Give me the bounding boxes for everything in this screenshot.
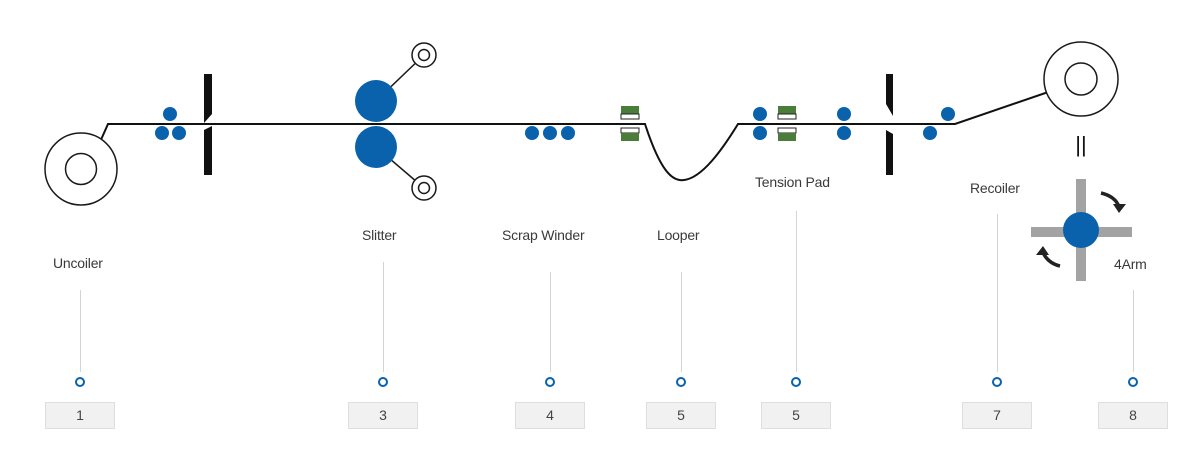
leader-line-scrap-winder [550,272,551,372]
recoiler-symbol: || [1075,132,1086,157]
number-box-slitter[interactable]: 3 [348,402,418,429]
marker-tension-pad[interactable] [791,377,801,387]
leader-line-tension-pad [796,211,797,372]
looper-entry-pad [620,106,640,141]
station-label-4arm: 4Arm [1114,256,1147,272]
tension-pad [777,106,797,141]
station-label-slitter: Slitter [362,227,397,243]
leader-line-slitter [383,262,384,372]
recoiler-coil [1043,41,1119,117]
leader-line-looper [681,272,682,372]
scrap-winder-rolls [525,126,575,140]
uncoiler-coil [44,132,118,206]
entry-shear [204,74,212,175]
exit-shear [886,74,893,175]
number-box-4arm[interactable]: 8 [1098,402,1168,429]
number-box-uncoiler[interactable]: 1 [45,402,115,429]
station-label-recoiler: Recoiler [970,180,1020,196]
station-label-uncoiler: Uncoiler [53,255,103,271]
marker-uncoiler[interactable] [75,377,85,387]
marker-recoiler[interactable] [992,377,1002,387]
strip-line [99,87,1061,182]
four-arm-turret [1031,179,1132,281]
leader-line-uncoiler [80,290,81,372]
slitter [355,42,437,201]
station-label-scrap-winder: Scrap Winder [502,227,585,243]
rotate-arrow-bottom-icon [1036,246,1061,268]
entry-pinch-rolls [155,107,186,140]
leader-line-4arm [1133,290,1134,372]
tension-rolls-right [837,107,851,140]
leader-line-recoiler [997,214,998,372]
exit-rolls [923,107,955,140]
marker-slitter[interactable] [378,377,388,387]
number-box-tension-pad[interactable]: 5 [761,402,831,429]
marker-looper[interactable] [676,377,686,387]
number-box-looper[interactable]: 5 [646,402,716,429]
marker-scrap-winder[interactable] [545,377,555,387]
tension-rolls-left [753,107,767,140]
rotate-arrow-top-icon [1100,191,1126,213]
marker-4arm[interactable] [1128,377,1138,387]
number-box-recoiler[interactable]: 7 [962,402,1032,429]
station-label-tension-pad: Tension Pad [755,174,830,190]
station-label-looper: Looper [657,227,700,243]
number-box-scrap-winder[interactable]: 4 [515,402,585,429]
